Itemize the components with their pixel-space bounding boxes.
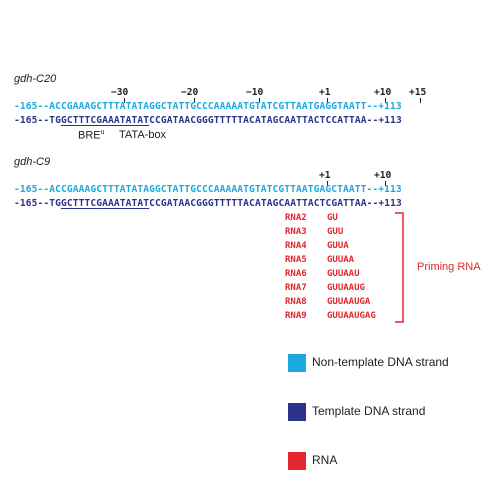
panel2-template-strand: -165--TGGCTTTCGAAATATATCCGATAACGGGTTTTTA… (14, 198, 402, 209)
position-marker-minus20: −20 (181, 87, 199, 98)
bre-element-c9: GCTTTCG (61, 198, 103, 209)
rna-seq: GUUAAUG (327, 283, 365, 293)
rna-name: RNA8 (285, 297, 307, 307)
rna-seq: GU (327, 213, 338, 223)
position-marker-plus10: +10 (374, 87, 392, 98)
panel1-template-strand: -165--TGGCTTTCGAAATATATCCGATAACGGGTTTTTA… (14, 115, 402, 126)
position-marker-plus15: +15 (409, 87, 427, 98)
legend-label-template: Template DNA strand (312, 404, 426, 418)
bre-text: BRE (78, 129, 101, 142)
tick-plus10 (385, 98, 386, 103)
tick-plus1 (327, 98, 328, 103)
rna-name: RNA5 (285, 255, 307, 265)
rna-seq: GUU (327, 227, 344, 237)
tick-plus10-c9 (385, 181, 386, 186)
rna-name: RNA4 (285, 241, 307, 251)
rna-seq: GUUAA (327, 255, 355, 265)
tata-element-c9: AAATATAT (102, 198, 150, 209)
rna-seq: GUUAAUGAG (327, 311, 376, 321)
panel2-nontemplate-strand: -165--ACCGAAAGCTTTATATAGGCTATTGCCCAAAAAT… (14, 184, 402, 195)
rna-name: RNA2 (285, 213, 307, 223)
priming-rna-label: Priming RNA (417, 261, 481, 273)
template-prefix-c9: -165--TG (14, 198, 62, 209)
position-marker-plus1-c9: +1 (319, 170, 331, 181)
position-marker-minus10: −10 (246, 87, 264, 98)
legend-swatch-template (288, 403, 306, 421)
bre-label: BREu (78, 129, 105, 142)
bre-element: GCTTTCG (61, 115, 103, 126)
rna-name: RNA3 (285, 227, 307, 237)
template-prefix: -165--TG (14, 115, 62, 126)
rna-seq: GUUAAU (327, 269, 360, 279)
rna-seq: GUUA (327, 241, 349, 251)
position-marker-plus1: +1 (319, 87, 331, 98)
legend-label-rna: RNA (312, 453, 338, 467)
tick-minus20 (194, 98, 195, 103)
panel1-nontemplate-strand: -165--ACCGAAAGCTTTATATAGGCTATTGCCCAAAAAT… (14, 101, 402, 112)
legend-swatch-rna (288, 452, 306, 470)
panel1-title: gdh-C20 (14, 73, 57, 85)
tick-plus1-c9 (327, 181, 328, 186)
tata-box-label: TATA-box (119, 129, 167, 141)
position-marker-plus10-c9: +10 (374, 170, 392, 181)
rna-name: RNA7 (285, 283, 307, 293)
bre-superscript: u (100, 129, 105, 136)
rna-name: RNA6 (285, 269, 307, 279)
tick-minus10 (259, 98, 260, 103)
legend-label-nontemplate: Non-template DNA strand (312, 355, 449, 369)
panel2-title: gdh-C9 (14, 156, 51, 168)
tata-element: AAATATAT (102, 115, 150, 126)
template-suffix: CCGATAACGGGTTTTTACATAGCAATTACTCCATTAA--+… (149, 115, 402, 126)
template-suffix-c9: CCGATAACGGGTTTTTACATAGCAATTACTCGATTAA--+… (149, 198, 402, 209)
rna-name: RNA9 (285, 311, 307, 321)
tick-minus30 (124, 98, 125, 103)
legend-swatch-nontemplate (288, 354, 306, 372)
priming-rna-bracket (395, 212, 404, 323)
tick-plus15 (420, 98, 421, 103)
position-marker-minus30: −30 (111, 87, 129, 98)
rna-seq: GUUAAUGA (327, 297, 371, 307)
